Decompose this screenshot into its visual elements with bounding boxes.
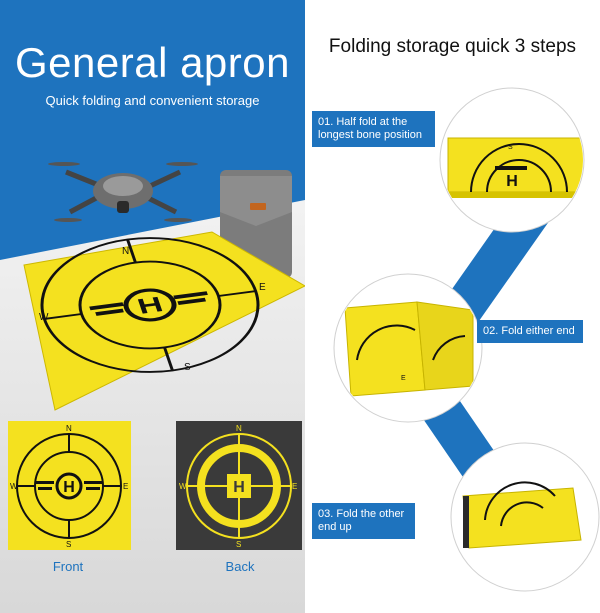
back-pad-west: W bbox=[179, 482, 187, 491]
front-pad-south: S bbox=[66, 540, 71, 549]
front-caption: Front bbox=[52, 559, 84, 574]
step-2-east-letter: E bbox=[401, 375, 406, 382]
steps-title: Folding storage quick 3 steps bbox=[328, 36, 577, 57]
page-subtitle: Quick folding and convenient storage bbox=[45, 93, 260, 108]
main-pad-east: E bbox=[259, 282, 266, 293]
drone-image bbox=[48, 162, 198, 222]
left-background: H N W E S H N bbox=[0, 0, 305, 613]
main-pad-west: W bbox=[39, 312, 49, 323]
back-pad-center-letter: H bbox=[233, 479, 245, 496]
main-pad-south: S bbox=[184, 362, 191, 373]
step-1-label: 01. Half fold at the longest bone positi… bbox=[312, 111, 435, 147]
back-caption: Back bbox=[225, 559, 255, 574]
left-panel: H N W E S H N bbox=[0, 0, 305, 613]
right-panel: H S E bbox=[305, 0, 600, 613]
step-2-image: E bbox=[333, 273, 483, 423]
main-pad-north: N bbox=[122, 246, 129, 257]
back-pad-north: N bbox=[236, 424, 242, 433]
step-1-image: H S bbox=[439, 87, 585, 233]
step-2-label: 02. Fold either end bbox=[477, 320, 583, 343]
back-pad-south: S bbox=[236, 540, 241, 549]
front-pad: H N S W E bbox=[8, 421, 131, 550]
step-3-image bbox=[450, 442, 600, 592]
front-pad-center-letter: H bbox=[63, 479, 75, 496]
back-pad-east: E bbox=[292, 482, 297, 491]
folding-steps-graphic: H S E bbox=[333, 87, 600, 592]
front-pad-east: E bbox=[123, 482, 128, 491]
front-pad-west: W bbox=[10, 482, 18, 491]
back-pad: H N S W E bbox=[176, 421, 302, 550]
step-1-south-letter: S bbox=[508, 144, 513, 151]
step-3-label: 03. Fold the other end up bbox=[312, 503, 415, 539]
page-title: General apron bbox=[14, 39, 290, 86]
step-1-center-letter: H bbox=[506, 173, 518, 190]
front-pad-north: N bbox=[66, 424, 72, 433]
landing-pad-main: H bbox=[23, 231, 305, 411]
